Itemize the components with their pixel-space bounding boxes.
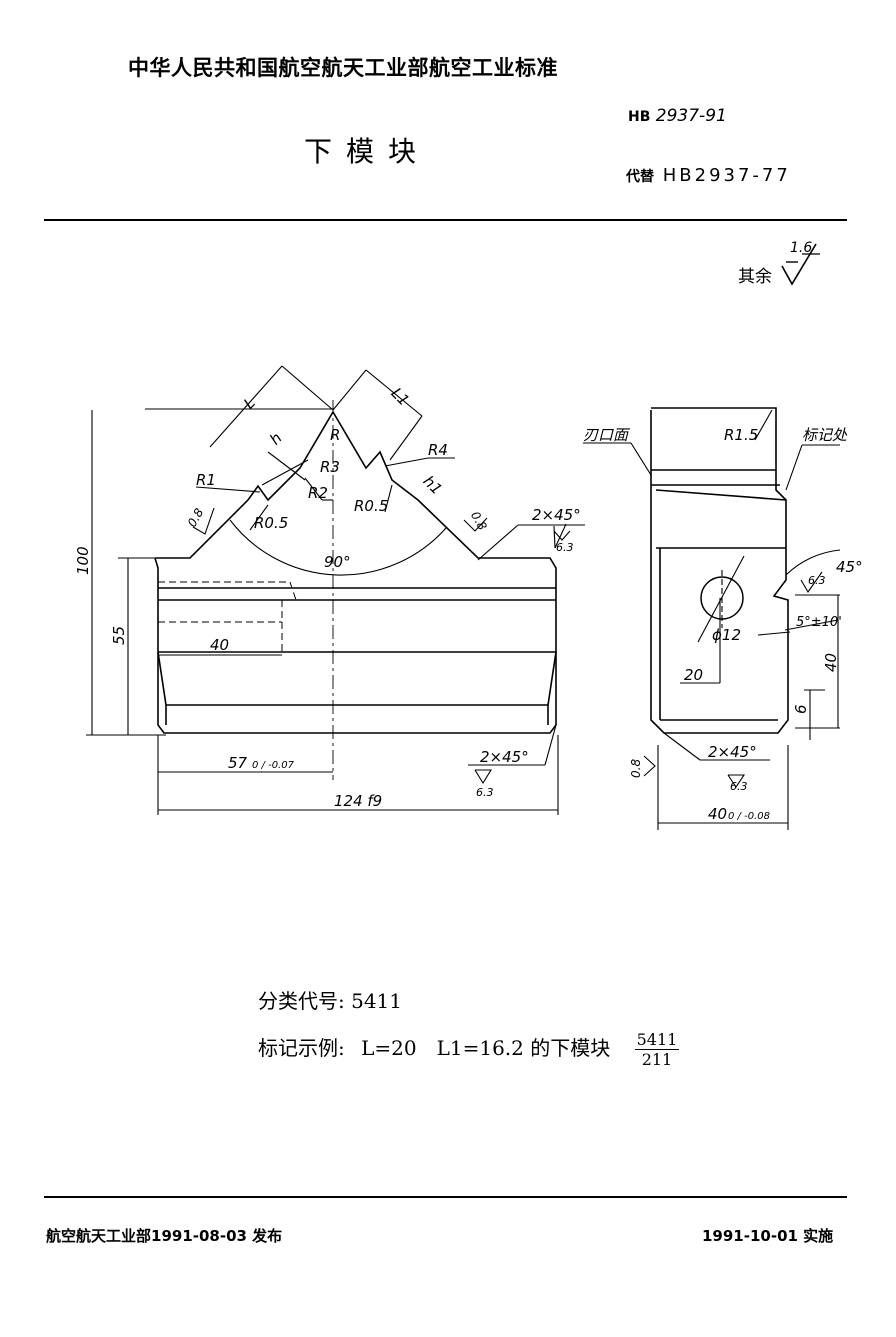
marking-numerator: 5411 (634, 1030, 680, 1050)
dim-h: h (266, 429, 285, 448)
replaces-value: HB2937-77 (662, 165, 791, 186)
chamfer-top: 2×45° (532, 506, 581, 524)
replaces-prefix: 代替 (626, 169, 654, 185)
effective-date: 1991-10-01 实施 (702, 1227, 834, 1245)
chamfer-bottom: 2×45° (480, 748, 529, 766)
dim-6: 6 (792, 704, 810, 714)
standard-prefix: HB (628, 109, 651, 125)
dim-h1: h1 (420, 472, 446, 498)
dim-55: 55 (110, 626, 128, 645)
hole-diameter: ϕ12 (712, 626, 741, 644)
dim-124: 124 f9 (334, 792, 382, 810)
chamfer-top-roughness: 6.3 (556, 541, 574, 554)
dim-40-tolerance: 0 / -0.08 (728, 811, 770, 822)
technical-drawing: L L1 h h1 R R1 R2 R3 R4 R0.5 R0.5 0.8 0.… (74, 365, 863, 830)
roughness-right: 0.8 (468, 509, 490, 533)
roughness-symbol-icon: 1.6 (781, 240, 820, 286)
radius-R: R (330, 426, 340, 444)
radius-R15: R1.5 (724, 426, 758, 444)
dim-40-width: 40 (708, 805, 727, 823)
dim-57: 57 (228, 754, 248, 772)
marking-text: L=20 L1=16.2 的下模块 (361, 1036, 611, 1060)
dim-20: 20 (684, 666, 703, 684)
angle-90: 90° (324, 553, 351, 571)
label-mark-place: 标记处 (802, 426, 848, 444)
roughness-bottom: 0.8 (629, 759, 643, 778)
general-roughness-value: 1.6 (790, 240, 812, 256)
front-view-outline (154, 410, 557, 734)
radius-R4: R4 (428, 441, 448, 459)
side-chamfer-roughness: 6.3 (730, 780, 748, 793)
label-edge-face: 刃口面 (583, 426, 631, 444)
standard-number-value: 2937-91 (655, 106, 727, 126)
roughness-left: 0.8 (185, 506, 207, 530)
dim-40-groove: 40 (210, 636, 229, 654)
dim-40-vertical: 40 (822, 653, 840, 672)
radius-R2: R2 (308, 484, 328, 502)
marking-denominator: 211 (641, 1050, 673, 1069)
classification-code: 分类代号: 5411 (258, 989, 402, 1013)
radius-R1: R1 (196, 471, 216, 489)
standard-org-title: 中华人民共和国航空航天工业部航空工业标准 (128, 56, 558, 80)
angle-tolerance: 5°±10' (796, 615, 842, 630)
issue-date: 航空航天工业部1991-08-03 发布 (46, 1227, 283, 1245)
header-rule (44, 219, 847, 221)
general-roughness-label: 其余 (738, 267, 772, 287)
replaces-standard: 代替 HB2937-77 (626, 165, 791, 186)
dim-100: 100 (74, 546, 92, 575)
radius-R05-right: R0.5 (354, 497, 388, 515)
marking-fraction: 5411 211 (634, 1030, 680, 1069)
standard-number: HB 2937-91 (628, 106, 727, 126)
document-title: 下模块 (304, 135, 431, 168)
side-view-outline (650, 407, 789, 734)
footer-rule (44, 1196, 847, 1198)
dim-57-tolerance: 0 / -0.07 (252, 760, 295, 771)
roughness-45-value: 6.3 (808, 574, 826, 587)
chamfer-bottom-roughness: 6.3 (476, 786, 494, 799)
marking-example: 标记示例: L=20 L1=16.2 的下模块 5411 211 (258, 1030, 680, 1069)
angle-45: 45° (836, 558, 863, 576)
side-chamfer: 2×45° (708, 743, 757, 761)
radius-R05-left: R0.5 (254, 514, 288, 532)
marking-prefix: 标记示例: (258, 1036, 345, 1060)
radius-R3: R3 (320, 458, 340, 476)
